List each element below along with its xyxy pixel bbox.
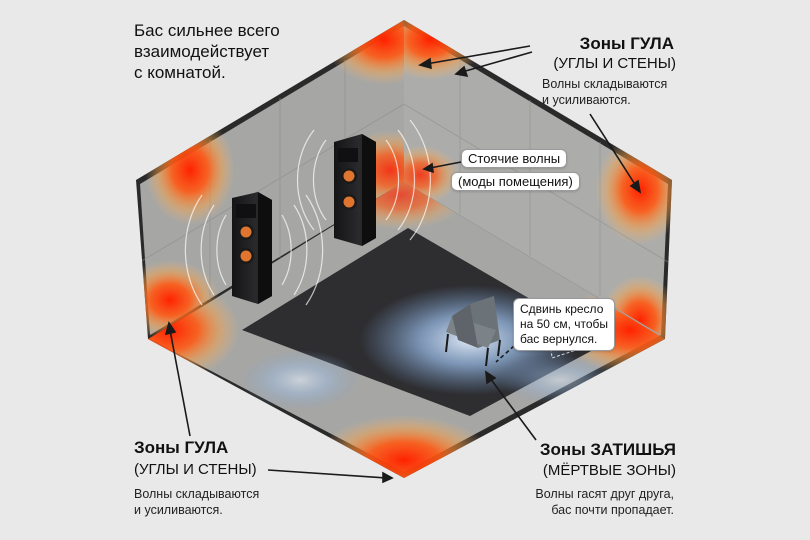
boom-zone-top-heading: Зоны ГУЛА xyxy=(579,34,674,53)
boom-zone-bottom-subheading: (УГЛЫ И СТЕНЫ) xyxy=(134,461,257,478)
intro-text: Бас сильнее всего взаимодействует с комн… xyxy=(134,21,280,82)
boom-zone-bottom-heading: Зоны ГУЛА xyxy=(134,438,229,457)
left-speaker xyxy=(232,192,272,304)
boom-zone-top-subheading: (УГЛЫ И СТЕНЫ) xyxy=(553,55,676,72)
boom-zone-bottom-note: Волны складываются и усиливаются. xyxy=(134,487,260,517)
room-modes-label: (моды помещения) xyxy=(451,172,580,191)
standing-waves-label: Стоячие волны xyxy=(461,149,568,168)
dead-zone-subheading: (МЁРТВЫЕ ЗОНЫ) xyxy=(542,462,676,479)
armchair xyxy=(445,296,577,367)
callout-arrows xyxy=(164,45,642,484)
sound-waves xyxy=(184,119,432,306)
right-speaker xyxy=(334,134,376,246)
chair-tip-label: Сдвинь кресло на 50 см, чтобы бас вернул… xyxy=(513,298,616,351)
boom-zone-top-note: Волны складываются и усиливаются. xyxy=(542,77,668,107)
dead-zone-heading: Зоны ЗАТИШЬЯ xyxy=(539,440,676,459)
dead-zone-note: Волны гасят друг друга, бас почти пропад… xyxy=(535,487,674,517)
